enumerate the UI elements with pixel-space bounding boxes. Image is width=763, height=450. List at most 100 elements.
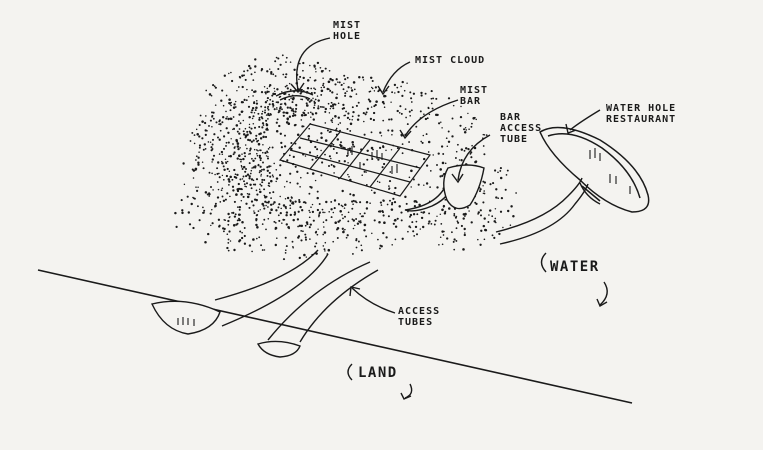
mist-dot — [252, 204, 255, 207]
leader-arrows — [290, 37, 608, 400]
mist-dot — [227, 131, 230, 134]
mist-dot — [186, 195, 189, 198]
mist-dot — [245, 185, 248, 188]
mist-dot — [241, 221, 244, 224]
mist-dot — [380, 245, 383, 248]
mist-dot — [236, 157, 239, 160]
mist-dot — [346, 128, 349, 130]
mist-dot — [279, 132, 282, 135]
mist-dot — [452, 104, 455, 107]
mist-dot — [347, 220, 350, 223]
mist-dot — [277, 206, 280, 209]
mist-dot — [221, 160, 223, 163]
mist-dot — [274, 90, 276, 93]
mist-dot — [342, 88, 345, 91]
water-hole-restaurant — [539, 126, 650, 213]
mist-dot — [359, 212, 362, 215]
mist-dot — [249, 172, 252, 175]
mist-dot — [388, 185, 390, 187]
mist-dot — [492, 182, 495, 185]
mist-dot — [444, 162, 447, 165]
mist-dot — [252, 179, 255, 182]
mist-dot — [470, 221, 473, 224]
mist-dot — [336, 93, 338, 95]
mist-dot — [410, 169, 413, 173]
bar-access-tube — [404, 164, 485, 212]
mist-dot — [477, 213, 479, 215]
mist-dot — [439, 213, 442, 216]
mist-dot — [277, 67, 280, 71]
mist-dot — [333, 199, 337, 202]
mist-dot — [195, 159, 197, 161]
mist-dot — [275, 56, 278, 59]
mist-dot — [243, 70, 246, 73]
mist-dot — [332, 211, 335, 214]
water-tube — [495, 177, 589, 245]
mist-dot — [284, 249, 287, 252]
mist-dot — [260, 175, 262, 177]
mist-dot — [289, 213, 292, 217]
mist-dot — [262, 168, 265, 171]
mist-dot — [453, 238, 456, 241]
mist-dot — [221, 121, 224, 124]
mist-dot — [386, 203, 389, 206]
mist-dot — [378, 221, 381, 224]
mist-dot — [405, 202, 408, 205]
mist-dot — [391, 129, 394, 132]
mist-dot — [356, 201, 358, 204]
mist-dot — [359, 201, 362, 204]
mist-dot — [422, 211, 425, 214]
mist-dot — [374, 86, 378, 89]
mist-dot — [398, 111, 401, 114]
mist-dot — [459, 115, 463, 119]
mist-dot — [211, 126, 213, 128]
mist-dot — [266, 87, 269, 90]
mist-dot — [228, 155, 230, 158]
mist-dot — [307, 112, 310, 114]
mist-dot — [255, 178, 259, 181]
mist-dot — [259, 183, 262, 186]
mist-dot — [479, 209, 482, 212]
mist-dot — [315, 71, 317, 73]
shoreline — [37, 269, 633, 404]
mist-dot — [344, 94, 347, 97]
mist-dot — [282, 258, 286, 261]
mist-dot — [228, 184, 230, 186]
mist-cloud-stipple — [174, 54, 517, 261]
mist-dot — [263, 188, 266, 191]
mist-dot — [198, 123, 201, 127]
mist-dot — [254, 90, 257, 93]
mist-dot — [267, 118, 269, 120]
mist-dot — [244, 155, 247, 158]
mist-dot — [362, 79, 365, 81]
mist-dot — [285, 61, 287, 63]
mist-dot — [315, 230, 318, 233]
mist-dot — [447, 140, 451, 143]
mist-dot — [257, 163, 260, 166]
mist-dot — [319, 66, 322, 69]
mist-dot — [233, 168, 236, 172]
mist-dot — [416, 213, 419, 216]
mist-dot — [236, 206, 239, 209]
mist-dot — [285, 223, 288, 226]
mist-dot — [246, 147, 248, 150]
mist-dot — [241, 85, 244, 89]
mist-dot — [413, 204, 417, 208]
mist-dot — [329, 130, 332, 133]
mist-dot — [315, 242, 318, 245]
mist-dot — [249, 152, 251, 155]
mist-dot — [243, 227, 246, 229]
mist-dot — [219, 123, 222, 126]
mist-dot — [264, 195, 267, 199]
mist-dot — [466, 206, 469, 209]
mist-dot — [322, 69, 324, 72]
mist-dot — [420, 140, 423, 143]
mist-dot — [296, 170, 299, 173]
mist-dot — [422, 134, 425, 137]
mist-dot — [348, 118, 351, 121]
mist-dot — [234, 213, 237, 216]
mist-dot — [318, 214, 321, 217]
mist-dot — [356, 118, 360, 121]
mist-dot — [252, 101, 256, 105]
